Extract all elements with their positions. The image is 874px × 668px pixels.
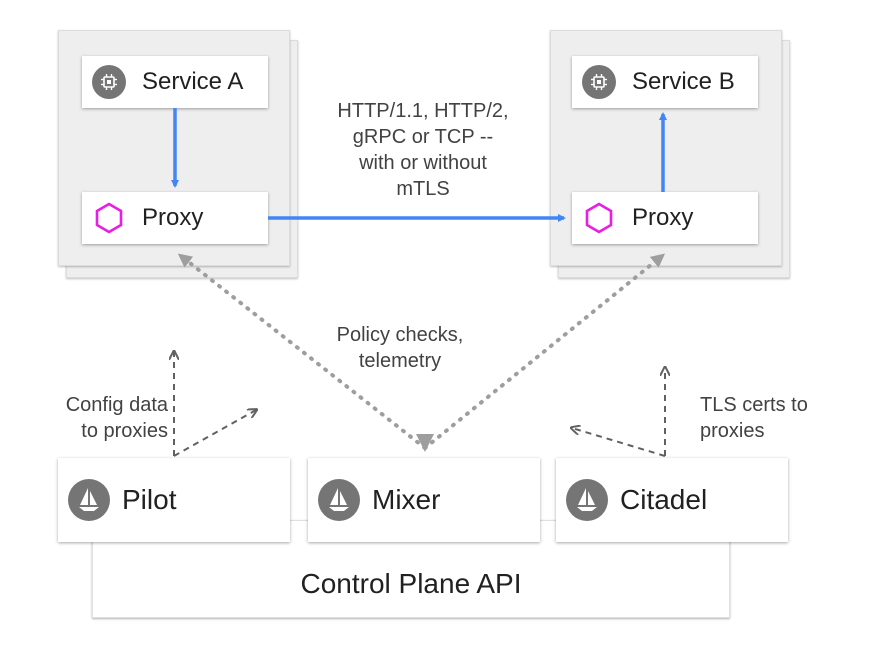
connection-note-line: with or without: [359, 152, 487, 174]
config-note: Config data to proxies: [34, 392, 168, 444]
service-b-proxy-label: Proxy: [632, 204, 694, 231]
mixer-card[interactable]: Mixer: [308, 458, 540, 542]
service-b-card[interactable]: Service B: [572, 56, 758, 108]
policy-note-line: Policy checks,: [336, 324, 464, 346]
mixer-label: Mixer: [372, 484, 441, 515]
service-a-card[interactable]: Service A: [82, 56, 268, 108]
connection-note: HTTP/1.1, HTTP/2, gRPC or TCP -- with or…: [300, 98, 546, 202]
connection-note-line: gRPC or TCP --: [352, 126, 494, 148]
pilot-label: Pilot: [122, 484, 177, 515]
service-a-title: Service A: [142, 68, 244, 95]
policy-note: Policy checks, telemetry: [314, 322, 486, 374]
connection-note-line: HTTP/1.1, HTTP/2,: [337, 100, 509, 122]
config-note-line: to proxies: [81, 420, 168, 442]
service-b-title: Service B: [632, 68, 735, 95]
policy-note-line: telemetry: [358, 350, 442, 372]
citadel-card[interactable]: Citadel: [556, 458, 788, 542]
tls-note: TLS certs to proxies: [700, 392, 840, 444]
service-a-proxy-label: Proxy: [142, 204, 204, 231]
service-b-proxy-card[interactable]: Proxy: [572, 192, 758, 244]
chip-icon: [582, 65, 616, 99]
istio-sail-icon: [566, 479, 608, 521]
connection-note-line: mTLS: [396, 178, 450, 200]
istio-sail-icon: [318, 479, 360, 521]
config-note-line: Config data: [65, 394, 168, 416]
control-plane-api-label: Control Plane API: [300, 568, 522, 599]
chip-icon: [92, 65, 126, 99]
hexagon-proxy-icon: [95, 202, 123, 234]
service-a-proxy-card[interactable]: Proxy: [82, 192, 268, 244]
citadel-label: Citadel: [620, 484, 708, 515]
pilot-dashed-diag-arrow: [173, 410, 256, 457]
tls-note-line: TLS certs to: [700, 394, 808, 416]
hexagon-proxy-icon: [585, 202, 613, 234]
mixer-dotted-head: [416, 434, 434, 452]
pilot-card[interactable]: Pilot: [58, 458, 290, 542]
istio-sail-icon: [68, 479, 110, 521]
citadel-dashed-left-arrow: [572, 428, 666, 457]
tls-note-line: proxies: [700, 420, 765, 442]
